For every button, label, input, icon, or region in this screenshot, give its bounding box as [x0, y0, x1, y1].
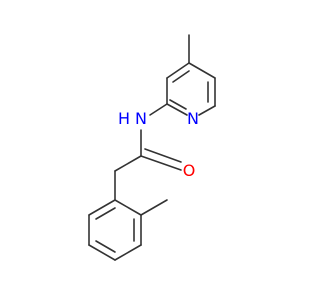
pyr-ring-bond-1	[188, 62, 216, 79]
benz-bond-4	[88, 244, 116, 261]
amide-h-label: H	[118, 109, 130, 128]
pyridine-n-label: N	[187, 109, 199, 128]
structure-diagram: N H N O	[88, 34, 216, 261]
molecule-canvas: N H N O	[88, 34, 216, 261]
carbonyl-o-label: O	[183, 161, 196, 180]
pyr-ring-bond-6b	[172, 70, 190, 83]
benz-bond-6	[88, 199, 116, 216]
carbonyl-ch2-bond	[114, 155, 142, 172]
benz-methyl-bond	[140, 199, 168, 216]
pyr-ring-bond-3	[198, 105, 216, 116]
c-o-bond	[140, 155, 182, 171]
pyr-ring-bond-4	[166, 103, 188, 116]
bonds	[88, 34, 216, 261]
pyr-ring-bond-4b	[169, 99, 187, 110]
nh-pyr-bond	[149, 103, 168, 116]
benz-bond-3	[114, 244, 142, 261]
amide-nh-atom: N H	[118, 109, 147, 128]
c-o-bond-b	[144, 148, 182, 163]
benz-bond-1	[114, 199, 142, 216]
benz-bond-4b	[95, 240, 116, 253]
pyr-ring-bond-6	[166, 62, 190, 79]
benz-bond-6b	[95, 207, 116, 220]
amide-n-label: N	[135, 109, 147, 128]
